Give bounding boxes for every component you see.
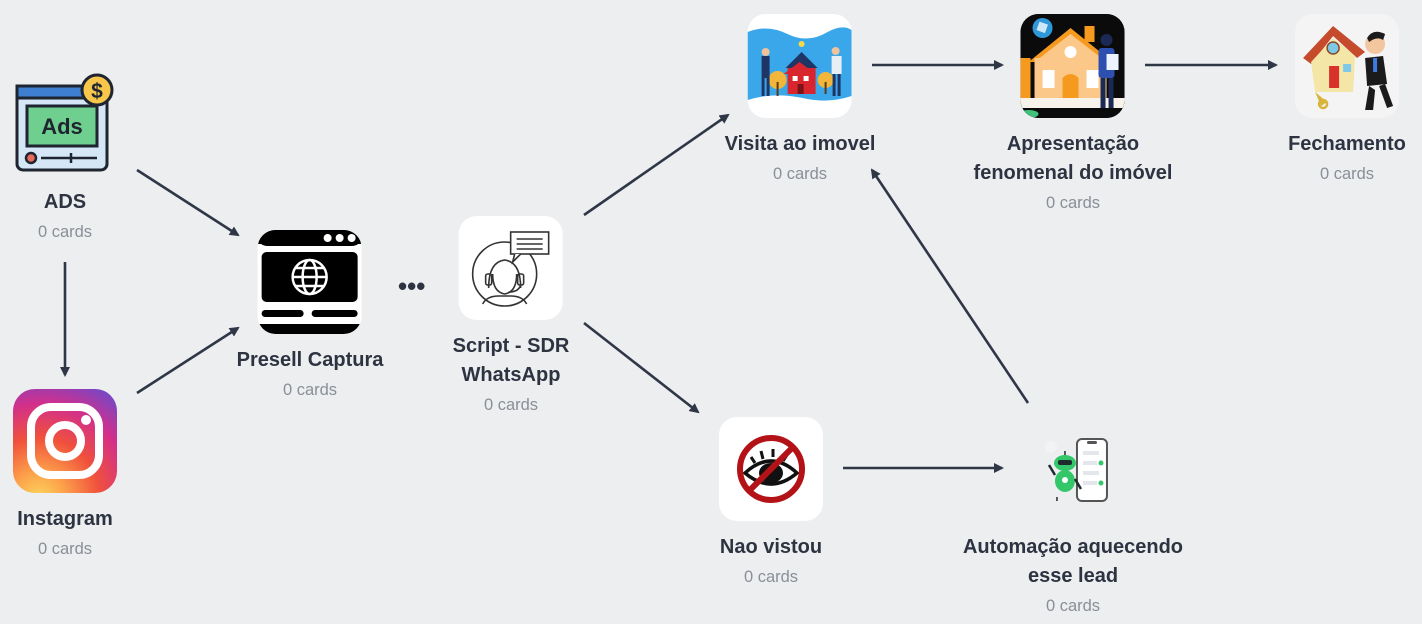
node-automacao-aquecendo[interactable]: Automação aquecendo esse lead 0 cards [963, 417, 1183, 617]
node-title: Script - SDR WhatsApp [453, 332, 570, 390]
house-presentation-icon [1021, 14, 1125, 118]
instagram-icon [13, 389, 117, 493]
node-card-count: 0 cards [743, 568, 799, 586]
edge-ads-to-presell [136, 168, 240, 237]
node-title: Nao vistou [719, 536, 823, 558]
node-card-count: 0 cards [772, 165, 828, 183]
node-instagram[interactable]: Instagram 0 cards [13, 389, 117, 560]
node-title: Visita ao imovel [724, 133, 876, 155]
node-title: Apresentação fenomenal do imóvel [974, 130, 1173, 188]
node-card-count: 0 cards [1045, 597, 1101, 615]
node-title: Instagram [17, 508, 113, 530]
node-title: ADS [43, 191, 87, 213]
node-card-count: 0 cards [37, 223, 93, 241]
node-title: Fechamento [1288, 133, 1406, 155]
node-ads[interactable]: Ads $ ADS 0 cards [13, 72, 117, 243]
node-title-line: Apresentação [1006, 133, 1140, 155]
ads-icon: Ads $ [13, 72, 117, 176]
node-card-count: 0 cards [483, 396, 539, 414]
node-title: Automação aquecendo esse lead [963, 533, 1183, 591]
node-presell-captura[interactable]: Presell Captura 0 cards [236, 230, 384, 401]
node-title-line: esse lead [1027, 565, 1119, 587]
node-fechamento[interactable]: Fechamento 0 cards [1288, 14, 1406, 185]
sdr-headset-icon [459, 216, 563, 320]
node-card-count: 0 cards [1045, 194, 1101, 212]
robot-chat-icon [1008, 417, 1138, 521]
node-title-line: Script - SDR [452, 335, 570, 357]
node-title: Presell Captura [236, 349, 384, 371]
svg-text:Ads: Ads [41, 114, 83, 139]
node-card-count: 0 cards [37, 540, 93, 558]
house-visit-icon [748, 14, 852, 118]
svg-text:$: $ [91, 80, 103, 103]
edge-script-to-visita [583, 113, 730, 217]
no-eye-icon [719, 417, 823, 521]
browser-globe-icon [257, 230, 362, 334]
node-visita-ao-imovel[interactable]: Visita ao imovel 0 cards [724, 14, 876, 185]
man-carrying-house-icon [1295, 14, 1399, 118]
node-title-line: WhatsApp [461, 364, 561, 386]
node-script-sdr-whatsapp[interactable]: Script - SDR WhatsApp 0 cards [453, 216, 570, 416]
node-title-line: fenomenal do imóvel [973, 162, 1173, 184]
node-title-line: Automação aquecendo [962, 536, 1184, 558]
node-card-count: 0 cards [282, 381, 338, 399]
node-apresentacao-fenomenal[interactable]: Apresentação fenomenal do imóvel 0 cards [974, 14, 1173, 214]
edge-script-to-naovistou [583, 321, 700, 414]
node-card-count: 0 cards [1319, 165, 1375, 183]
more-options-button[interactable]: ••• [398, 271, 426, 301]
edge-instagram-to-presell [136, 326, 240, 395]
node-nao-vistou[interactable]: Nao vistou 0 cards [719, 417, 823, 588]
